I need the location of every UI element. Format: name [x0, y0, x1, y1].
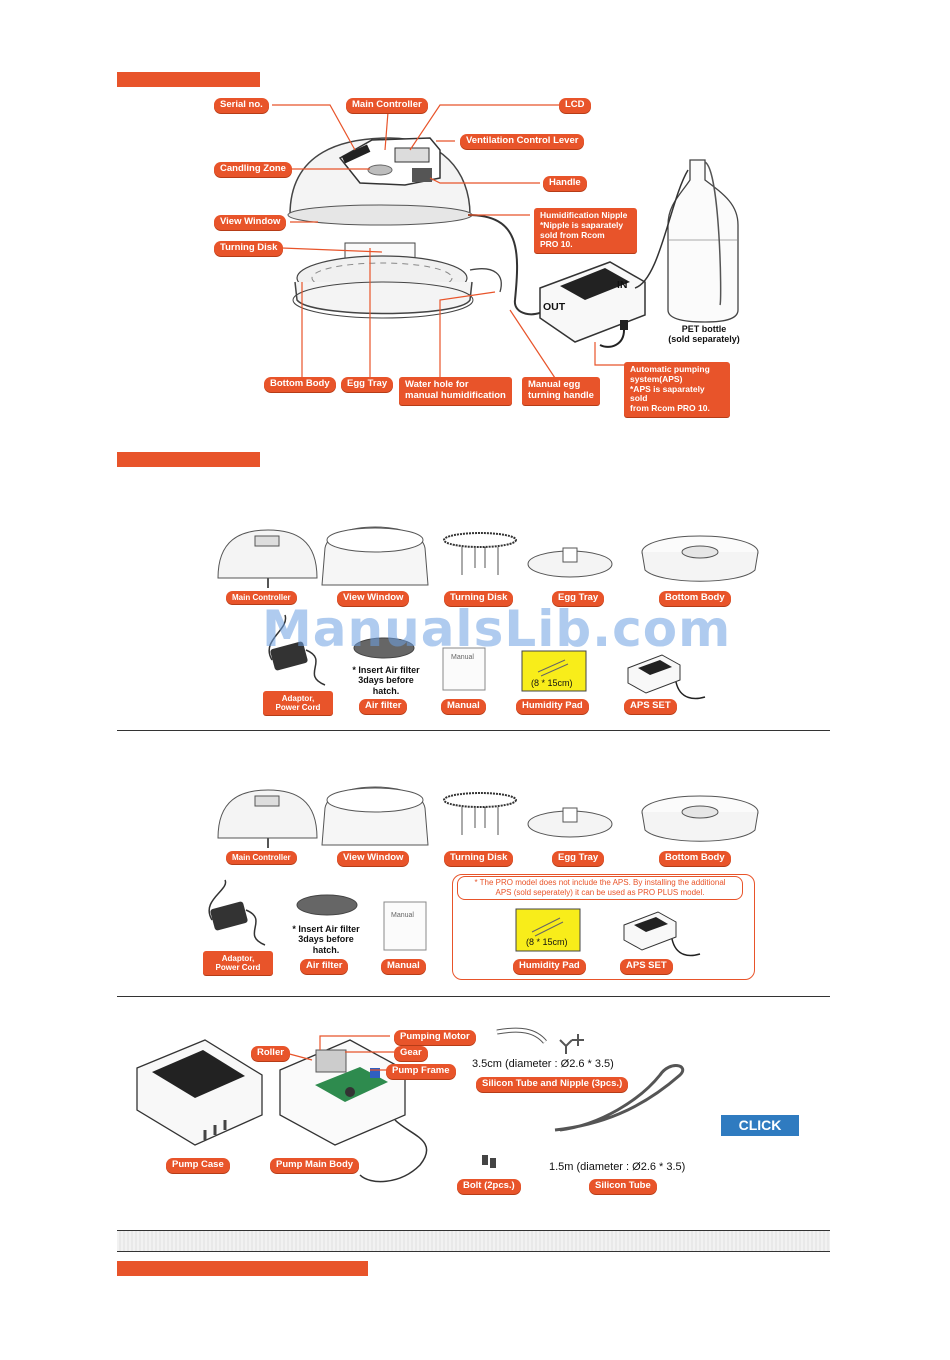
plus-label-humidity-pad: Humidity Pad: [516, 699, 589, 714]
components-plus-illustrations: [217, 526, 759, 700]
pro-label-aps-set: APS SET: [620, 959, 673, 974]
pro-label-bottom-body: Bottom Body: [659, 851, 731, 866]
plus-label-bottom-body: Bottom Body: [659, 591, 731, 606]
tube-short-size: 3.5cm (diameter : Ø2.6 * 3.5): [472, 1058, 614, 1070]
pro-label-egg-tray: Egg Tray: [552, 851, 605, 866]
label-out: OUT: [543, 301, 566, 313]
tube-long-size: 1.5m (diameter : Ø2.6 * 3.5): [549, 1161, 686, 1173]
plus-label-air-filter: Air filter: [359, 699, 408, 714]
incubator-illustration: [272, 104, 739, 379]
pro-air-filter-note: * Insert Air filter 3days before hatch.: [292, 924, 360, 955]
label-serial-no: Serial no.: [214, 98, 269, 113]
label-pet-bottle: PET bottle (sold separately): [668, 324, 740, 345]
label-bolt: Bolt (2pcs.): [457, 1179, 521, 1194]
label-pump-frame: Pump Frame: [386, 1064, 456, 1079]
components-pro-illustrations: [208, 786, 759, 957]
watermark: ManualsLib.com: [262, 600, 732, 658]
label-egg-tray: Egg Tray: [341, 377, 394, 392]
label-handle: Handle: [543, 176, 587, 191]
divider-1: [117, 730, 830, 731]
plus-label-egg-tray: Egg Tray: [552, 591, 605, 606]
divider-2: [117, 996, 830, 997]
pro-label-manual: Manual: [381, 959, 426, 974]
label-ventilation-lever: Ventilation Control Lever: [460, 134, 585, 149]
plus-pad-size: (8 * 15cm): [531, 678, 573, 688]
label-turning-disk: Turning Disk: [214, 241, 284, 256]
label-main-controller: Main Controller: [346, 98, 428, 113]
label-manual-egg-handle: Manual egg turning handle: [522, 377, 600, 405]
pro-label-turning-disk: Turning Disk: [444, 851, 514, 866]
section-header-bar-3: [117, 1261, 368, 1276]
plus-label-turning-disk: Turning Disk: [444, 591, 514, 606]
label-humidification-nipple: Humidification Nipple *Nipple is saparat…: [534, 208, 637, 254]
footer-strip: [117, 1230, 830, 1252]
label-pumping-motor: Pumping Motor: [394, 1030, 476, 1045]
pro-optional-aps-box: [452, 874, 755, 980]
pro-model-note: * The PRO model does not include the APS…: [457, 876, 743, 900]
pro-label-main-controller: Main Controller: [226, 851, 297, 865]
plus-label-view-window: View Window: [337, 591, 410, 606]
aps-parts-illustrations: [136, 1027, 684, 1183]
pro-pad-size: (8 * 15cm): [526, 937, 568, 947]
plus-air-filter-note: * Insert Air filter 3days before hatch.: [352, 665, 420, 696]
label-water-hole: Water hole for manual humidification: [399, 377, 512, 405]
plus-manual-cover: Manual: [451, 654, 474, 661]
pro-label-adaptor: Adaptor, Power Cord: [203, 951, 273, 976]
plus-label-aps-set: APS SET: [624, 699, 677, 714]
label-aps: Automatic pumping system(APS) *APS is sa…: [624, 362, 730, 417]
label-gear: Gear: [394, 1046, 428, 1061]
pro-label-air-filter: Air filter: [300, 959, 349, 974]
pro-manual-cover: Manual: [391, 912, 414, 919]
label-pump-main-body: Pump Main Body: [270, 1158, 360, 1173]
plus-label-main-controller: Main Controller: [226, 591, 297, 605]
label-silicon-tube-nipple: Silicon Tube and Nipple (3pcs.): [476, 1077, 629, 1092]
label-bottom-body: Bottom Body: [264, 377, 336, 392]
label-silicon-tube: Silicon Tube: [589, 1179, 657, 1194]
section-header-bar-2: [117, 452, 260, 467]
label-lcd: LCD: [559, 98, 591, 113]
label-candling-zone: Candling Zone: [214, 162, 292, 177]
plus-label-adaptor: Adaptor, Power Cord: [263, 691, 333, 716]
label-roller: Roller: [251, 1046, 290, 1061]
plus-label-manual: Manual: [441, 699, 486, 714]
label-pump-case: Pump Case: [166, 1158, 230, 1173]
pro-label-humidity-pad: Humidity Pad: [513, 959, 586, 974]
label-view-window: View Window: [214, 215, 287, 230]
label-in: IN: [617, 279, 628, 291]
section-header-bar-1: [117, 72, 260, 87]
pro-label-view-window: View Window: [337, 851, 410, 866]
click-button[interactable]: CLICK: [721, 1115, 799, 1136]
